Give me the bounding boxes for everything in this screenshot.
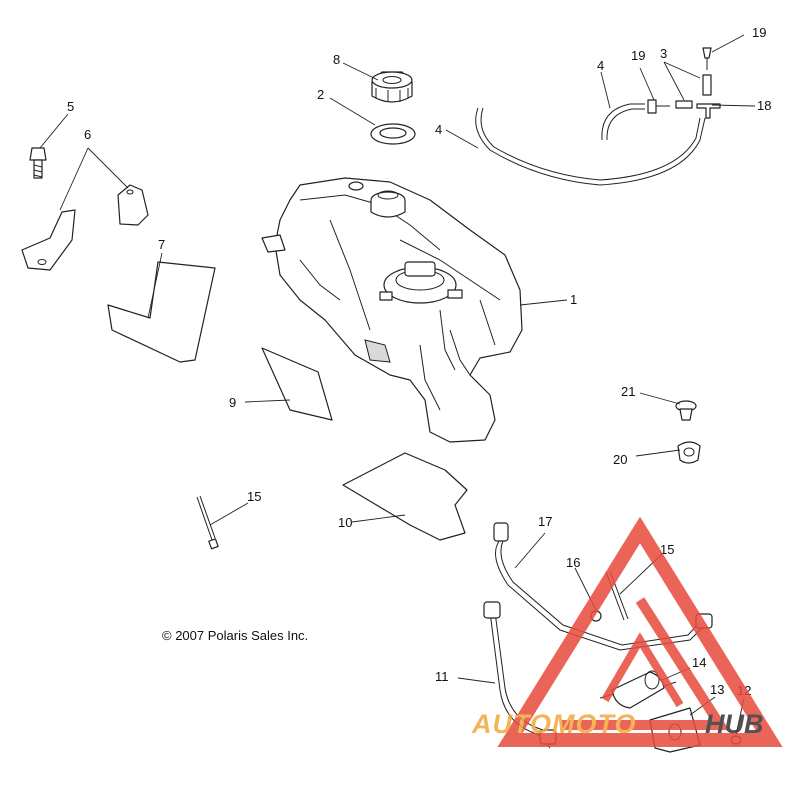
bolt [29,147,47,179]
hose-clamp [677,441,701,464]
callout-18: 18 [757,98,771,113]
callout-15-left: 15 [247,489,261,504]
vent-fittings [647,47,721,119]
filler-cap [371,71,413,103]
callout-3: 3 [660,46,667,61]
filler-gasket [370,123,416,145]
callout-13: 13 [710,682,724,697]
heat-shield [107,261,216,363]
watermark-text-right: HUB [705,709,764,739]
callout-6: 6 [84,127,91,142]
callout-15-right: 15 [660,542,674,557]
callout-7: 7 [158,237,165,252]
fuel-tank [261,177,523,443]
callout-16: 16 [566,555,580,570]
vent-hose-long [475,107,706,186]
leader-lines [39,34,756,736]
callout-17: 17 [538,514,552,529]
callout-1: 1 [570,292,577,307]
callout-21: 21 [621,384,635,399]
insulation-pad-small [261,347,333,421]
callout-19-right: 19 [752,25,766,40]
watermark-logo: AUTOMOTO HUB [471,516,783,747]
callout-2: 2 [317,87,324,102]
callout-10: 10 [338,515,352,530]
callout-20: 20 [613,452,627,467]
cable-tie-left [196,495,219,550]
callout-4-lower: 4 [435,122,442,137]
callout-5: 5 [67,99,74,114]
callout-4-upper: 4 [597,58,604,73]
callout-9: 9 [229,395,236,410]
push-clip [675,400,697,421]
callout-11: 11 [435,669,449,684]
callout-numbers: 1 2 3 4 4 5 6 7 8 9 10 11 12 13 14 15 15… [67,25,771,698]
callout-14: 14 [692,655,706,670]
bracket-right [117,184,149,226]
callout-8: 8 [333,52,340,67]
callout-19-left: 19 [631,48,645,63]
watermark-text-left: AUTOMOTO [471,709,637,739]
insulation-pad-large [342,452,468,541]
vent-hose-short [601,103,645,141]
bracket-left [21,209,76,271]
copyright-text: © 2007 Polaris Sales Inc. [162,628,308,643]
